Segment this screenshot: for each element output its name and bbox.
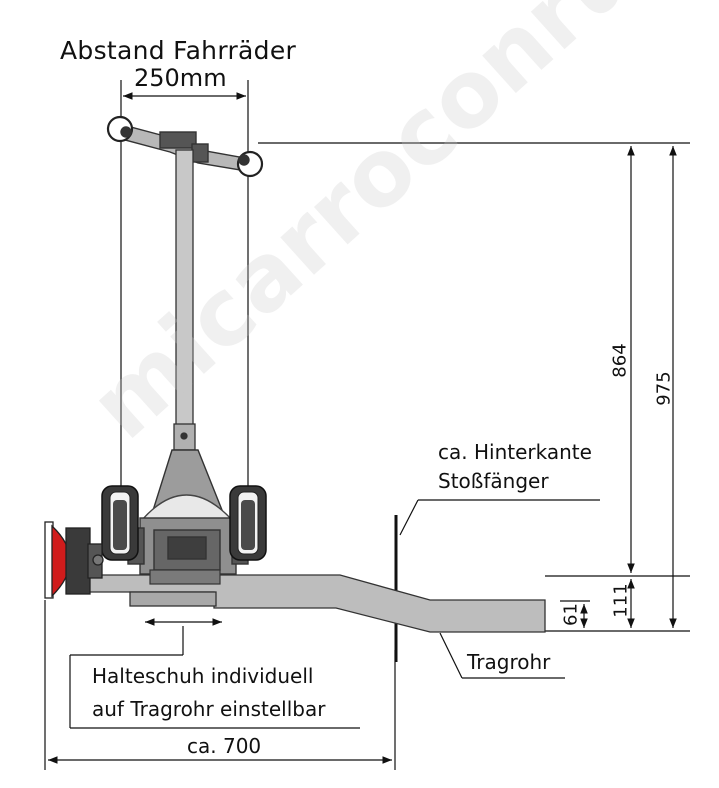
bumper-edge <box>394 499 600 662</box>
handlebar <box>106 115 264 178</box>
rear-lamp <box>44 521 104 599</box>
bumper-label-line2: Stoßfänger <box>438 469 549 493</box>
bumper-label-line1: ca. Hinterkante <box>438 440 592 464</box>
carrier-tube <box>69 574 546 633</box>
height-864-label: 864 <box>609 343 631 378</box>
tube-leader <box>439 632 565 679</box>
mount-bracket <box>149 569 221 585</box>
tube-label: Tragrohr <box>467 650 551 674</box>
dimension-700 <box>44 600 396 770</box>
shoe-leader <box>69 618 360 729</box>
wheel-left <box>101 485 139 561</box>
height-975-label: 975 <box>653 371 675 406</box>
height-61-label: 61 <box>560 603 582 626</box>
title-label: Abstand Fahrräder <box>60 36 297 65</box>
dimension-250mm <box>120 80 249 490</box>
vertical-pole <box>173 149 196 451</box>
shoe-label-line2: auf Tragrohr einstellbar <box>92 697 326 721</box>
dimension-heights <box>258 142 690 632</box>
wheel-distance-label: 250mm <box>134 64 227 92</box>
wheel-right <box>229 485 267 561</box>
width-700-label: ca. 700 <box>187 734 262 758</box>
shoe-label-line1: Halteschuh individuell <box>92 664 314 688</box>
height-111-label: 111 <box>610 583 632 618</box>
